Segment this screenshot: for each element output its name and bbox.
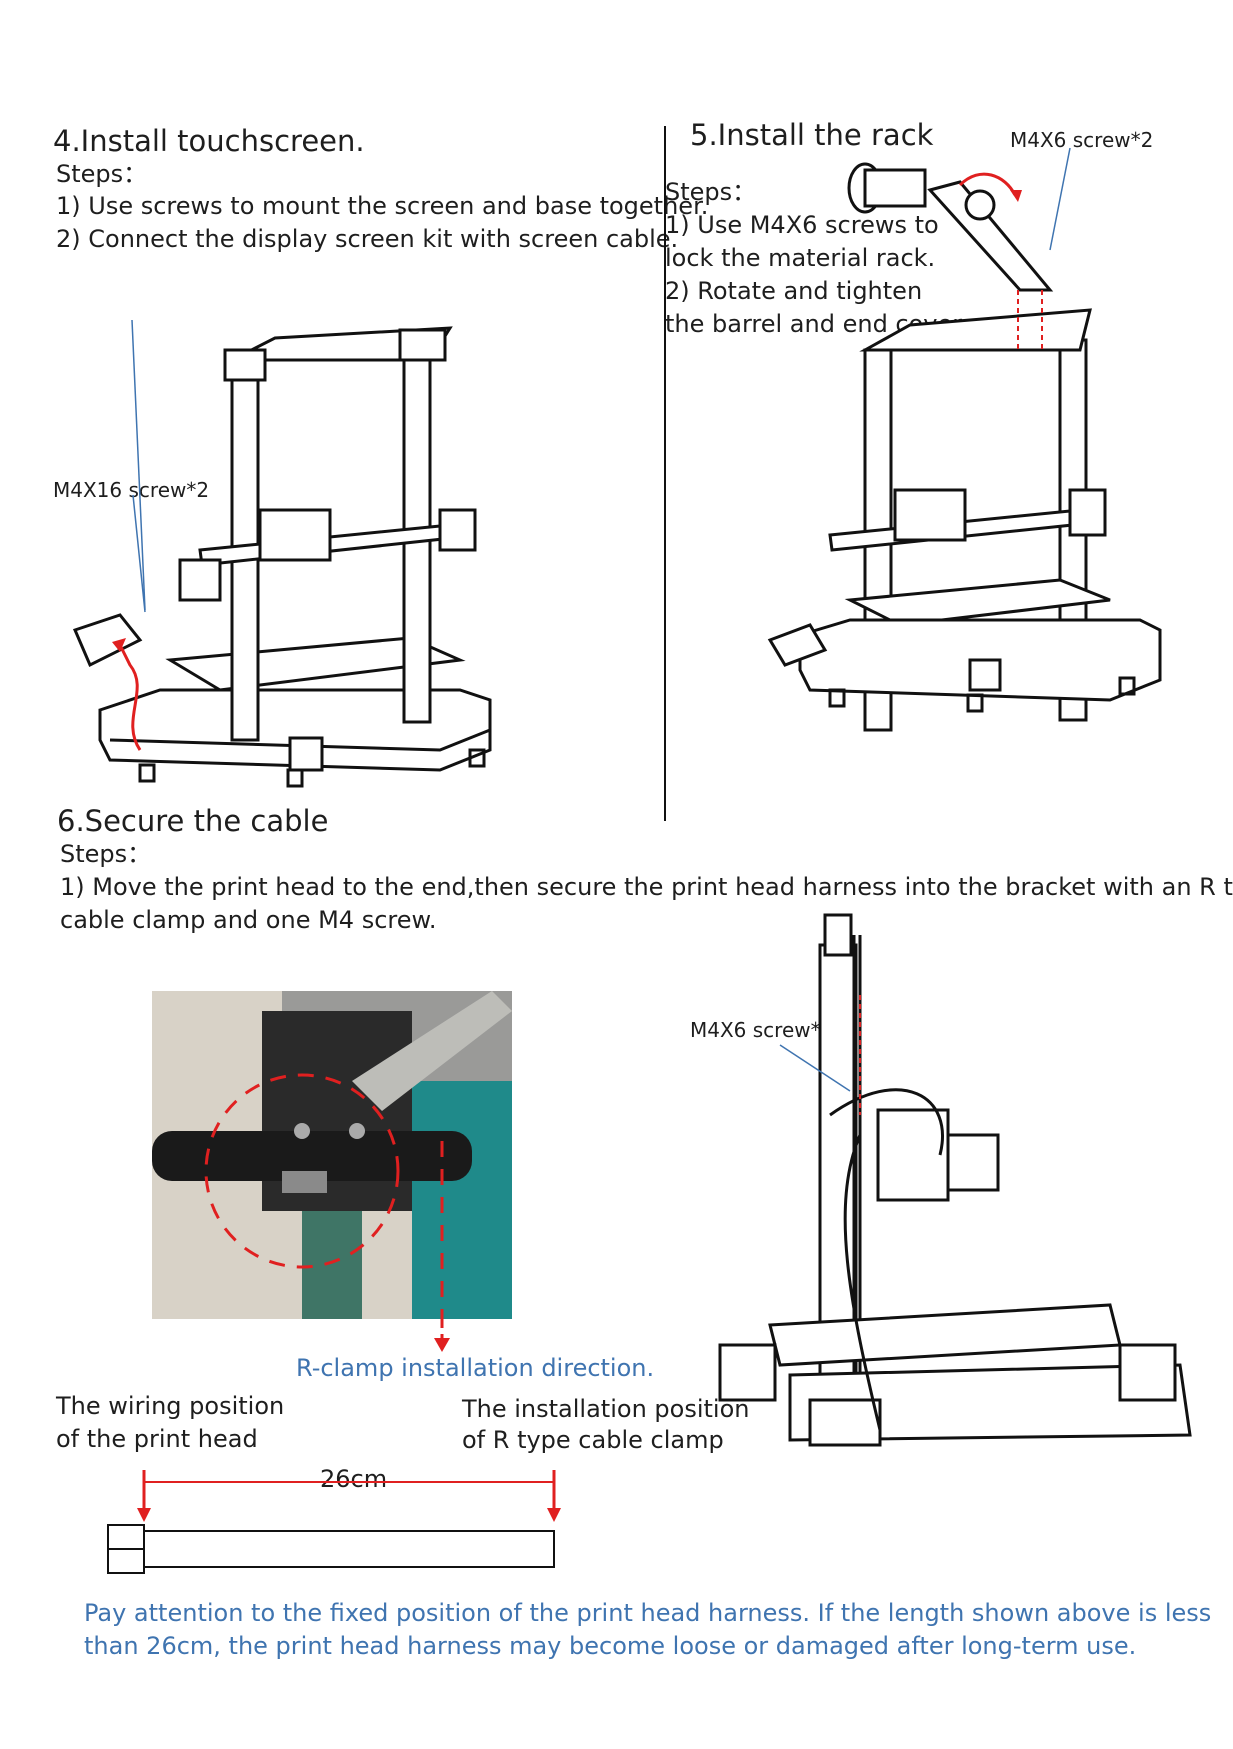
- rclamp-caption: R-clamp installation direction.: [296, 1354, 655, 1382]
- section6-steps-label: Steps：: [60, 840, 152, 868]
- section6-screw-callout: M4X6 screw*1: [690, 1018, 834, 1042]
- wiring-label-1: The wiring position: [56, 1392, 285, 1420]
- clamp-label-2: of R type cable clamp: [462, 1426, 724, 1454]
- section5-step-2: 2) Rotate and tighten: [665, 277, 923, 305]
- warning-note-2: than 26cm, the print head harness may be…: [84, 1632, 1137, 1660]
- section5-step-1: 1) Use M4X6 screws to: [665, 211, 939, 239]
- section4-title: 4.Install touchscreen.: [53, 124, 365, 158]
- section4-steps-label: Steps：: [56, 160, 148, 188]
- clamp-label-1: The installation position: [462, 1395, 750, 1423]
- section5-steps-label: Steps：: [665, 178, 757, 206]
- section4-screw-callout: M4X16 screw*2: [53, 478, 210, 502]
- harness-length-diagram: [107, 1470, 561, 1574]
- section5-title: 5.Install the rack: [690, 118, 934, 152]
- section5-screw-callout: M4X6 screw*2: [1010, 128, 1154, 152]
- distance-label: 26cm: [318, 1463, 390, 1496]
- section4-step-2: 2) Connect the display screen kit with s…: [56, 225, 679, 253]
- rclamp-direction-arrow: [434, 1318, 450, 1352]
- printer-rack-illustration: [767, 147, 1162, 732]
- section5-step-1b: lock the material rack.: [665, 244, 936, 272]
- wiring-label-2: of the print head: [56, 1425, 258, 1453]
- section6-step-1b: cable clamp and one M4 screw.: [60, 906, 437, 934]
- printer-side-illustration: [718, 913, 1192, 1447]
- section4-step-1: 1) Use screws to mount the screen and ba…: [56, 192, 709, 220]
- printer-touchscreen-illustration: [72, 319, 492, 788]
- rclamp-photo: [152, 991, 512, 1319]
- warning-note-1: Pay attention to the fixed position of t…: [84, 1599, 1212, 1627]
- column-divider: [664, 126, 666, 821]
- section6-step-1: 1) Move the print head to the end,then s…: [60, 873, 1233, 901]
- section6-title: 6.Secure the cable: [57, 804, 329, 838]
